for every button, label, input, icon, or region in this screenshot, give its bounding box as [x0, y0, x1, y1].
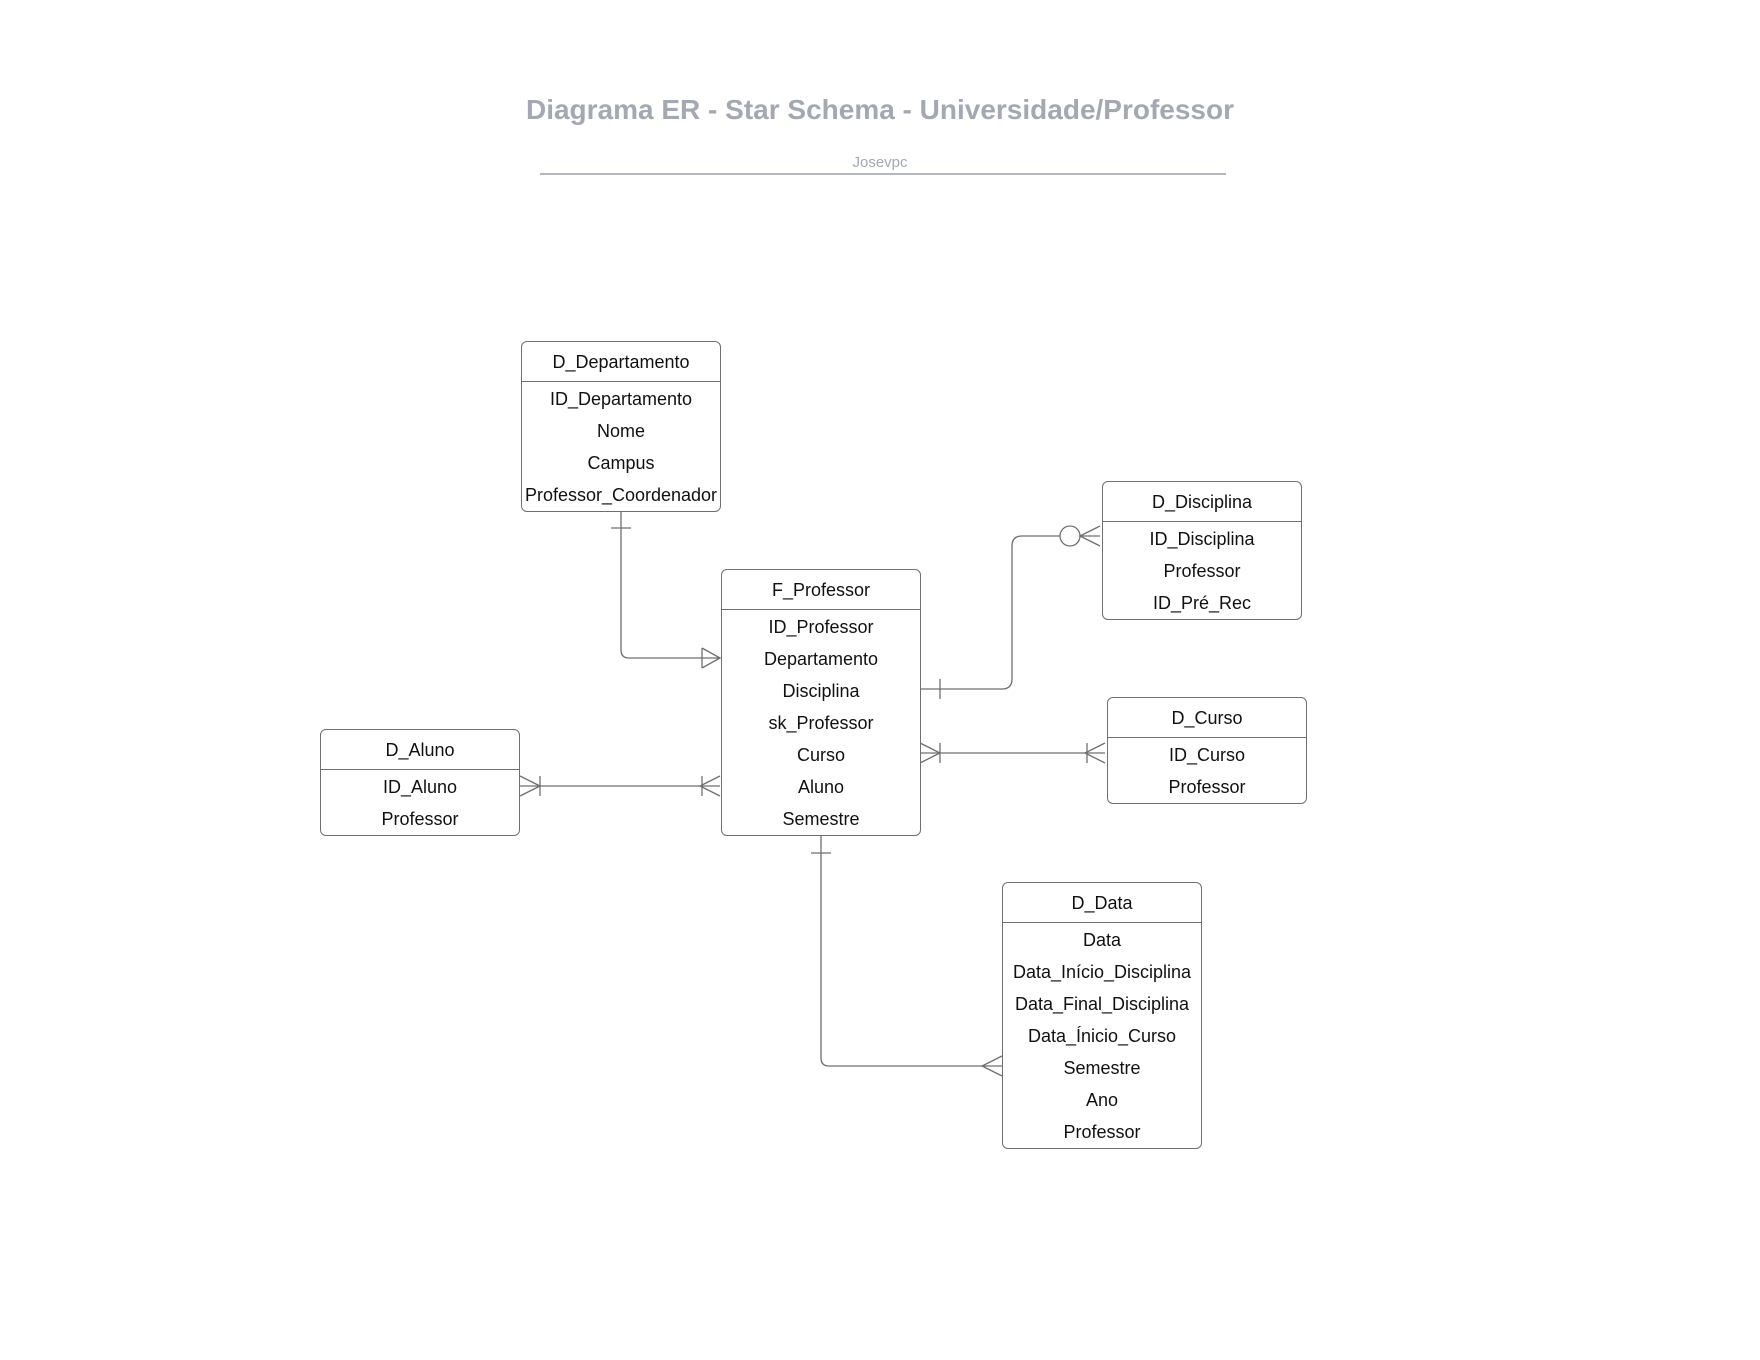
- connector-departamento-professor: [620, 510, 720, 659]
- entity-field: Data_Final_Disciplina: [1014, 994, 1190, 1014]
- entity-name: F_Professor: [722, 570, 920, 610]
- title-divider: [540, 173, 1226, 175]
- entity-field: ID_Disciplina: [1149, 529, 1255, 549]
- zero-circle-disciplina: [1059, 525, 1081, 547]
- diagram-author: Josevpc: [852, 154, 908, 171]
- entity-d-aluno[interactable]: D_Aluno ID_Aluno Professor: [320, 729, 520, 836]
- crowfoot-professor-departamento: [701, 647, 722, 669]
- entity-field: Professor: [1063, 1122, 1141, 1142]
- entity-field: ID_Pré_Rec: [1152, 593, 1252, 613]
- entity-field: Data: [1082, 930, 1122, 950]
- entity-name: D_Disciplina: [1103, 482, 1301, 522]
- entity-field: Semestre: [782, 809, 860, 829]
- entity-field: Professor: [1163, 561, 1241, 581]
- entity-d-curso[interactable]: D_Curso ID_Curso Professor: [1107, 697, 1307, 804]
- crowfoot-professor-aluno: [698, 775, 721, 797]
- entity-name: D_Data: [1003, 883, 1201, 923]
- entity-field: Campus: [587, 453, 655, 473]
- entity-field: Semestre: [1063, 1058, 1141, 1078]
- entity-field: Professor_Coordenador: [524, 485, 718, 505]
- entity-field: Aluno: [797, 777, 845, 797]
- diagram-title: Diagrama ER - Star Schema - Universidade…: [525, 94, 1235, 125]
- entity-field: Disciplina: [782, 681, 860, 701]
- entity-field: Nome: [596, 421, 645, 441]
- entity-field: ID_Departamento: [549, 389, 693, 409]
- crowfoot-data: [980, 1055, 1003, 1077]
- entity-name: D_Departamento: [522, 342, 720, 382]
- entity-field: Departamento: [763, 649, 879, 669]
- entity-field: Data_Início_Disciplina: [1012, 962, 1192, 982]
- entity-field: ID_Professor: [768, 617, 874, 637]
- entity-field: Data_Ínicio_Curso: [1027, 1026, 1177, 1046]
- entity-field: Professor: [1168, 777, 1246, 797]
- entity-field: ID_Curso: [1168, 745, 1246, 765]
- connector-professor-data: [820, 835, 1002, 1067]
- entity-d-data[interactable]: D_Data Data Data_Início_Disciplina Data_…: [1002, 882, 1202, 1149]
- entity-field: sk_Professor: [768, 713, 874, 733]
- crowfoot-curso: [1083, 742, 1106, 764]
- entity-d-departamento[interactable]: D_Departamento ID_Departamento Nome Camp…: [521, 341, 721, 512]
- entity-name: D_Curso: [1108, 698, 1306, 738]
- connector-professor-disciplina: [920, 535, 1060, 690]
- entity-field: ID_Aluno: [382, 777, 458, 797]
- entity-f-professor[interactable]: F_Professor ID_Professor Departamento Di…: [721, 569, 921, 836]
- entity-field: Curso: [796, 745, 845, 765]
- entity-d-disciplina[interactable]: D_Disciplina ID_Disciplina Professor ID_…: [1102, 481, 1302, 620]
- entity-name: D_Aluno: [321, 730, 519, 770]
- entity-field: Ano: [1085, 1090, 1119, 1110]
- entity-field: Professor: [381, 809, 459, 829]
